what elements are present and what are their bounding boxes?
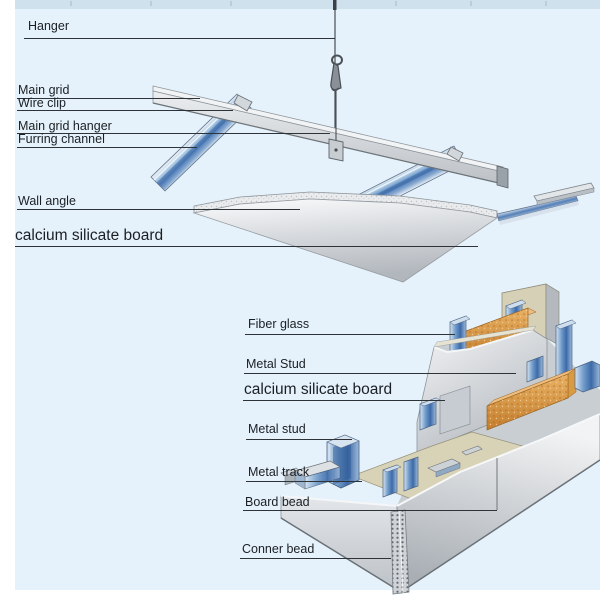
fiberglass-batt-lower: [486, 367, 577, 431]
wall-angle-trim: [496, 182, 595, 225]
slab-strip-marks: [70, 1, 547, 6]
label-metal-stud-upper: Metal Stud: [246, 357, 306, 371]
label-ceiling-board: calcium silicate board: [15, 227, 164, 244]
label-conner-bead: Conner bead: [242, 542, 315, 556]
label-board-bead: Board bead: [245, 495, 310, 509]
wire-clip-part: [233, 94, 464, 162]
corner-bead-part: [390, 509, 410, 595]
label-main-grid: Main grid: [18, 83, 70, 97]
metal-stud-middle: [419, 385, 471, 435]
hanger-hook: [330, 54, 343, 92]
ceiling-leader-lines: [15, 38, 478, 247]
wall-diagram: [240, 283, 600, 595]
main-grid-end-cap: [496, 165, 509, 189]
label-wall-angle: Wall angle: [18, 194, 76, 208]
label-metal-track: Metal track: [248, 465, 310, 479]
wall-leader-lines: [240, 334, 516, 559]
label-main-grid-hanger: Main grid hanger: [18, 119, 112, 133]
metal-studs-on-floor: [382, 445, 483, 498]
ceiling-diagram: [15, 0, 595, 283]
label-wire-clip: Wire clip: [18, 96, 66, 110]
main-grid-hanger-clip: [328, 90, 344, 162]
hanger-wire-top-tick: [333, 0, 337, 10]
label-furring-channel: Furring channel: [18, 132, 105, 146]
label-wall-board: calcium silicate board: [244, 381, 393, 398]
ceiling-slab-strip: [15, 0, 600, 9]
label-metal-stud-lower: Metal stud: [248, 422, 306, 436]
label-fiber-glass: Fiber glass: [248, 317, 310, 331]
metal-stud-right-edge: [526, 355, 600, 393]
ceiling-board: [192, 191, 498, 283]
label-hanger: Hanger: [28, 19, 69, 33]
metal-track-part: [280, 460, 341, 490]
